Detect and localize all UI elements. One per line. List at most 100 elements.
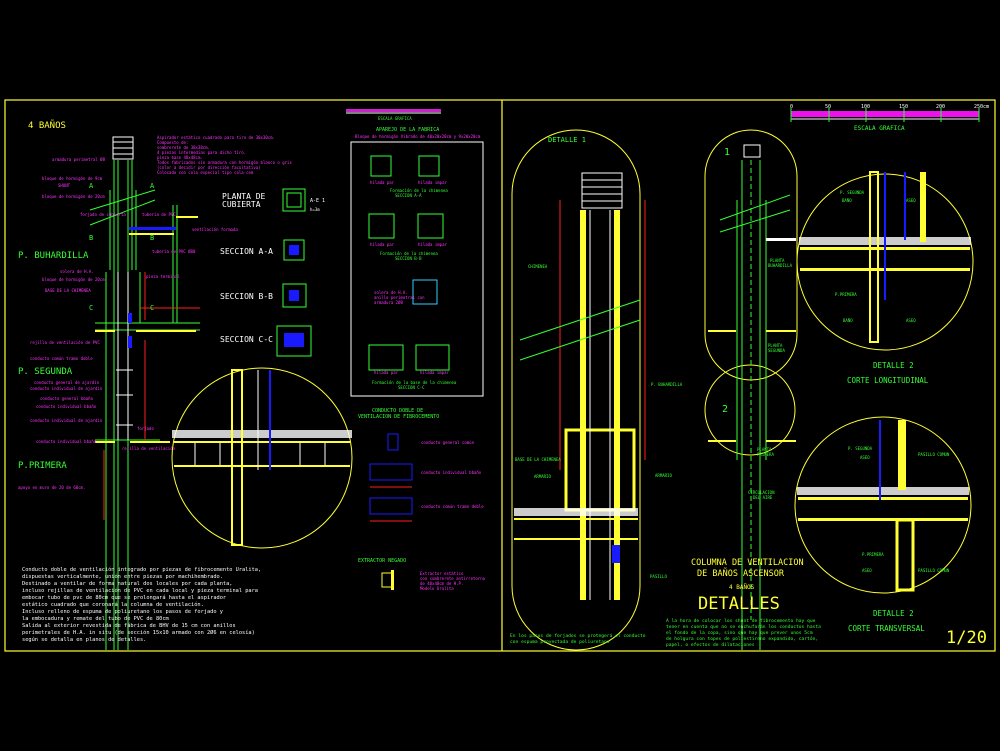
description-paragraph: Conducto doble de ventilación integrado …	[22, 566, 261, 643]
svg-text:SECCION A-A: SECCION A-A	[395, 193, 422, 198]
extractor-title: EXTRACTOR NEGADO	[358, 558, 406, 564]
svg-text:1: 1	[724, 147, 730, 158]
svg-text:dispuestas verticalmente, unió: dispuestas verticalmente, unión entre pi…	[22, 573, 223, 580]
svg-text:Extractor estático: Extractor estático	[420, 571, 464, 576]
svg-text:A-E 1: A-E 1	[310, 198, 325, 204]
svg-text:ESCALA GRAFICA: ESCALA GRAFICA	[378, 116, 412, 121]
fabric-title: APAREJO DE LA FABRICA	[376, 127, 439, 133]
svg-text:CHIMENEA: CHIMENEA	[528, 264, 548, 269]
svg-text:SECCION A-A: SECCION A-A	[220, 247, 273, 256]
svg-text:P.PRIMERA: P.PRIMERA	[835, 292, 857, 297]
svg-text:hilada impar: hilada impar	[418, 242, 447, 247]
svg-text:ventilación formada: ventilación formada	[192, 227, 238, 232]
svg-text:50: 50	[825, 104, 831, 110]
svg-text:ESCALA GRAFICA: ESCALA GRAFICA	[854, 125, 905, 132]
detail-circle-left	[171, 367, 353, 549]
svg-text:Aspirador estático cuadrado pa: Aspirador estático cuadrado para tiro de…	[157, 135, 275, 140]
svg-text:4 piezas intermedias para dich: 4 piezas intermedias para dicho tiro.	[157, 150, 246, 155]
extractor-note: Extractor estático con sombrerete antirr…	[420, 571, 486, 591]
fabric-labels: hilada par hilada impar hilada par hilad…	[370, 180, 449, 375]
svg-text:En los pasos de forjados se pr: En los pasos de forjados se protegerá el…	[510, 632, 646, 639]
marker-a-left: A	[89, 182, 94, 190]
marker-a-right: A	[150, 182, 155, 190]
svg-text:conducto general común: conducto general común	[421, 440, 475, 445]
svg-text:armadura 2Ø8: armadura 2Ø8	[374, 300, 403, 305]
svg-text:conducto general bbaño: conducto general bbaño	[40, 396, 94, 401]
sheet-big-title: DETALLES	[698, 594, 780, 614]
detail-2-longitudinal: P. SEGUNDA BAÑO ASEO P.PRIMERA BAÑO ASEO…	[796, 171, 974, 385]
svg-text:ASEO: ASEO	[862, 568, 872, 573]
section-symbols: PLANTA DE CUBIERTA A-E 1 h=3m SECCION A-…	[220, 188, 325, 357]
svg-text:conducto individual bbaño: conducto individual bbaño	[36, 439, 97, 444]
svg-text:200: 200	[936, 104, 945, 110]
svg-text:ARMARIO: ARMARIO	[655, 473, 672, 478]
svg-text:DETALLE 1: DETALLE 1	[548, 136, 586, 144]
svg-text:CIRCULACION: CIRCULACION	[748, 490, 775, 495]
drawing-scale: 1/20	[946, 628, 987, 648]
fabric-courses	[368, 155, 450, 371]
svg-text:el fondo de la copa, sino que: el fondo de la copa, sino que hay que pr…	[666, 630, 813, 636]
svg-text:PLANTA: PLANTA	[757, 447, 772, 452]
svg-text:rejilla de ventilación de PVC: rejilla de ventilación de PVC	[30, 340, 100, 345]
sheet-title-1: COLUMNA DE VENTILACION	[691, 558, 804, 568]
svg-text:pieza base 48x48cm.: pieza base 48x48cm.	[157, 155, 203, 160]
aspirator-note: Aspirador estático cuadrado para tiro de…	[157, 135, 292, 175]
svg-text:DETALLE 2: DETALLE 2	[873, 361, 914, 370]
svg-text:(color a decidir por dirección: (color a decidir por dirección facultati…	[157, 165, 261, 170]
svg-text:Incluso relleno de espuma de p: Incluso relleno de espuma de poliuretano…	[22, 609, 223, 615]
svg-text:hilada par: hilada par	[374, 370, 399, 375]
svg-text:con sombrerete antirretorno: con sombrerete antirretorno	[420, 576, 486, 581]
svg-text:conducto general de ajardín: conducto general de ajardín	[34, 380, 100, 385]
svg-text:Salida al exterior revestida d: Salida al exterior revestida de fábrica …	[22, 622, 236, 629]
duct-title-2: VENTILACION DE FIBROCEMENTO	[358, 414, 439, 420]
svg-text:apoyo en muro de 20 de 60cm.: apoyo en muro de 20 de 60cm.	[18, 485, 85, 490]
svg-text:tubería de PVC: tubería de PVC	[142, 212, 176, 217]
sheet-title-2: DE BAÑOS ASCENSOR	[697, 568, 785, 579]
svg-text:la embocadura y remate del tub: la embocadura y remate del tubo de PVC d…	[22, 616, 169, 622]
svg-text:sombrerete de 38x38cm.: sombrerete de 38x38cm.	[157, 145, 210, 150]
svg-text:conducto individual bbaño: conducto individual bbaño	[36, 404, 97, 409]
detail-2-transversal: P. SEGUNDA ASEO PASILLO COMUN P.PRIMERA …	[794, 416, 972, 633]
svg-text:Conducto doble de ventilación: Conducto doble de ventilación integrado …	[22, 566, 261, 573]
svg-text:BAÑO: BAÑO	[842, 198, 852, 203]
svg-text:SECCION C-C: SECCION C-C	[220, 335, 273, 344]
svg-text:DETALLE 2: DETALLE 2	[873, 609, 914, 618]
svg-text:PLANTA: PLANTA	[768, 343, 783, 348]
svg-text:hilada par: hilada par	[370, 180, 395, 185]
svg-text:Compuesto de:: Compuesto de:	[157, 140, 188, 145]
marker-b-left: B	[89, 234, 93, 242]
level-primera: P.PRIMERA	[18, 461, 67, 471]
svg-text:2: 2	[722, 404, 728, 415]
svg-text:CORTE TRANSVERSAL: CORTE TRANSVERSAL	[848, 624, 925, 633]
svg-text:250cm: 250cm	[974, 104, 989, 110]
svg-text:P. SEGUNDA: P. SEGUNDA	[848, 446, 873, 451]
elevation-annotations: armadura perimetral Ø8 bloque de hormigó…	[18, 157, 238, 490]
svg-text:conducto individual de ajardín: conducto individual de ajardín	[30, 386, 103, 391]
svg-text:Formación de la base de la chi: Formación de la base de la chimenea	[372, 380, 457, 385]
svg-text:150: 150	[899, 104, 908, 110]
svg-text:0: 0	[790, 104, 793, 110]
holgura-note: A la hora de colocar los shunt de fibroc…	[666, 618, 821, 648]
svg-text:ARMARIO: ARMARIO	[534, 474, 551, 479]
svg-text:A la hora de colocar los shunt: A la hora de colocar los shunt de fibroc…	[666, 618, 816, 624]
left-title: 4 BAÑOS	[28, 120, 66, 131]
fabric-subtitle: Bloque de hormigón Vibrado de 40x20x20cm…	[355, 134, 481, 139]
forjado-note: En los pasos de forjados se protegerá el…	[510, 632, 646, 645]
svg-text:P.PRIMERA: P.PRIMERA	[862, 552, 884, 557]
svg-text:PASILLO COMUN: PASILLO COMUN	[918, 568, 950, 573]
svg-text:PLANTA DE: PLANTA DE	[222, 192, 266, 201]
fabric-formations: Formación de la chimenea SECCION A-A For…	[372, 188, 457, 390]
marker-c-right: C	[150, 304, 154, 312]
svg-text:hilada impar: hilada impar	[418, 180, 447, 185]
svg-text:con espuma proyectada de poliu: con espuma proyectada de poliuretano	[510, 639, 610, 645]
svg-text:anillo perimetral con: anillo perimetral con	[374, 295, 425, 300]
svg-text:forjado de cubierta: forjado de cubierta	[80, 212, 126, 217]
svg-text:rejilla de ventilación: rejilla de ventilación	[122, 446, 176, 451]
fabric-box	[350, 141, 484, 397]
svg-text:h=3m: h=3m	[310, 207, 320, 212]
svg-text:bloque de hormigón de 20cm: bloque de hormigón de 20cm	[42, 277, 105, 282]
svg-text:SECCION C-C: SECCION C-C	[398, 385, 425, 390]
svg-text:Colocado con cola especial tip: Colocado con cola especial tipo cola-cem	[157, 170, 254, 175]
